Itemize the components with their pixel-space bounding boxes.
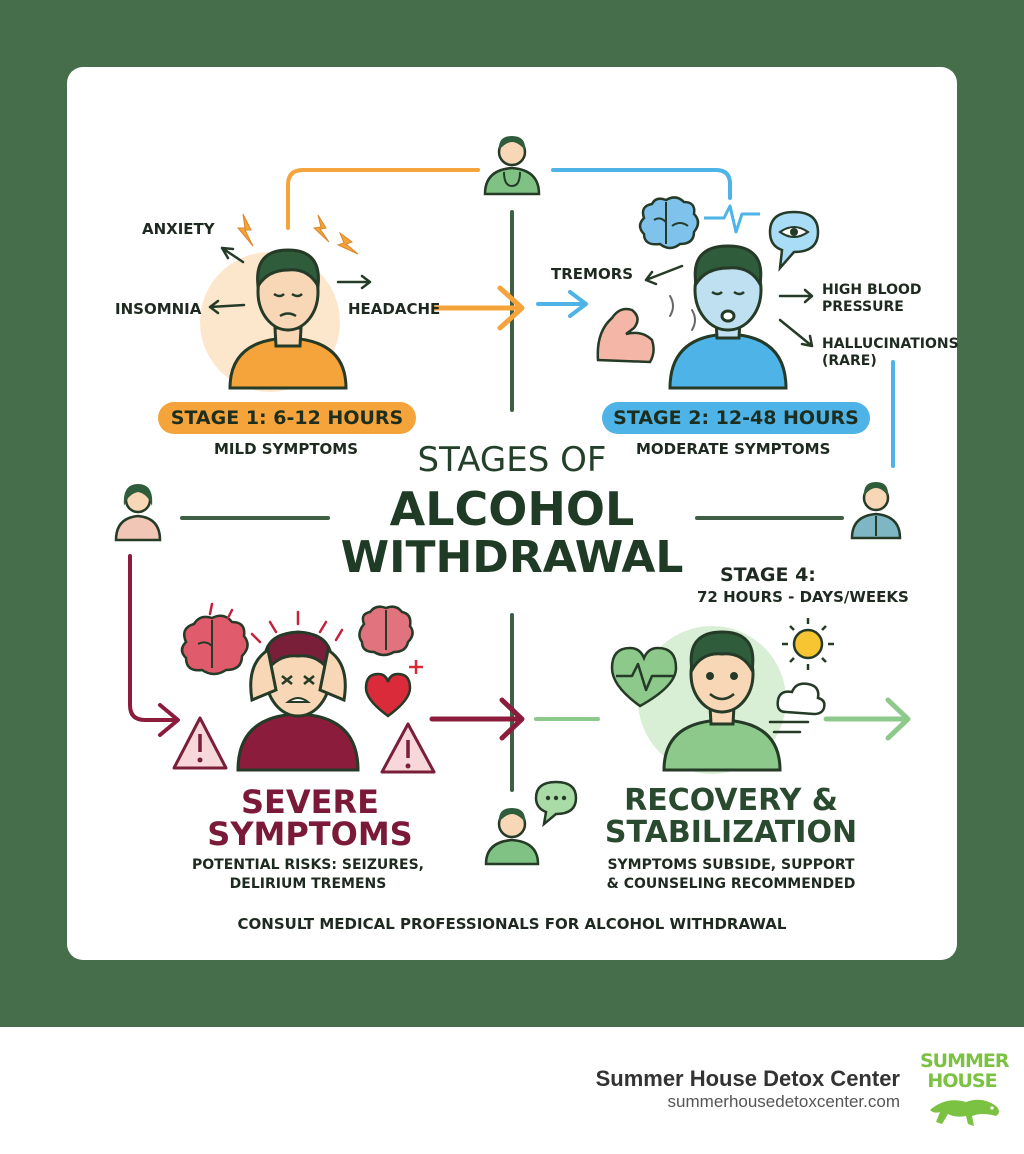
stage3-person [236, 630, 360, 772]
title-line1: STAGES OF [417, 440, 607, 480]
lizard-logo-icon [930, 1099, 999, 1126]
doctor-icon [484, 808, 540, 866]
stage4-heading-line1: RECOVERY & [624, 783, 838, 818]
stage1-to-stage2-arrow [431, 285, 588, 331]
stage1-lightning-icons [236, 213, 359, 255]
symptom-rare: (RARE) [822, 353, 877, 369]
stage4-note-line2: & COUNSELING RECOMMENDED [606, 876, 856, 892]
doctor-icon [850, 482, 902, 540]
to-severe-arrow [128, 554, 180, 737]
stage1-badge: STAGE 1: 6-12 HOURS [158, 402, 416, 434]
speech-bubble-icon [534, 780, 578, 828]
stage1-person [228, 248, 348, 390]
symptom-hallucinations: HALLUCINATIONS [822, 336, 959, 352]
stage1-top-connector [286, 168, 480, 230]
sun-icon [782, 618, 834, 670]
brain-icon [180, 614, 249, 676]
stage2-symptom-arrows [644, 264, 814, 348]
footer-url[interactable]: summerhousedetoxcenter.com [667, 1092, 900, 1111]
logo-text-line2: HOUSE [927, 1070, 997, 1092]
stage3-risk-line1: POTENTIAL RISKS: SEIZURES, [192, 857, 424, 873]
connector-lines [180, 210, 844, 792]
title-line2: ALCOHOL [389, 482, 635, 536]
heart-icon [364, 660, 423, 718]
recovery-out-arrow [823, 697, 911, 741]
warning-icon [172, 716, 228, 770]
footer-brand-name: Summer House Detox Center [595, 1066, 900, 1091]
warning-icon [380, 722, 436, 774]
stage3-risk-line2: DELIRIUM TREMENS [229, 876, 387, 892]
stage4-note-line1: SYMPTOMS SUBSIDE, SUPPORT [607, 857, 855, 873]
title-line3: WITHDRAWAL [340, 532, 684, 583]
symptom-pressure: PRESSURE [822, 299, 904, 315]
stage3-pain-lines [208, 602, 344, 644]
brand-logo: SUMMER HOUSE [916, 1052, 1010, 1132]
muscle-arm-icon [596, 307, 655, 364]
stage2-person [668, 244, 788, 390]
stage3-heading-line1: SEVERE [240, 783, 380, 821]
stage2-top-connector [551, 168, 732, 200]
stage4-label: STAGE 4: [720, 564, 816, 586]
stage4-person [662, 630, 782, 772]
symptom-tremors: TREMORS [551, 265, 634, 283]
stage2-subtitle: MODERATE SYMPTOMS [636, 440, 831, 458]
stage4-duration: 72 HOURS - DAYS/WEEKS [697, 588, 909, 606]
symptom-insomnia: INSOMNIA [115, 300, 202, 318]
stage3-heading-line2: SYMPTOMS [207, 815, 413, 853]
stage1-subtitle: MILD SYMPTOMS [214, 440, 359, 458]
doctor-icon [114, 484, 162, 542]
brain-icon [358, 605, 414, 657]
stage2-badge: STAGE 2: 12-48 HOURS [602, 402, 870, 434]
logo-text-line1: SUMMER [920, 1050, 1010, 1072]
cloud-icon [768, 682, 826, 734]
doctor-icon [483, 136, 541, 196]
symptom-anxiety: ANXIETY [142, 220, 215, 238]
stage4-heading-line2: STABILIZATION [604, 815, 858, 850]
disclaimer: CONSULT MEDICAL PROFESSIONALS FOR ALCOHO… [237, 915, 787, 933]
symptom-high-blood: HIGH BLOOD [822, 282, 922, 298]
heartbeat-line-icon [704, 204, 760, 234]
heart-icon [610, 646, 678, 708]
symptom-headache: HEADACHE [348, 300, 441, 318]
eye-icon [768, 210, 820, 272]
brain-icon [638, 196, 700, 250]
stage1-symptom-arrows [208, 246, 372, 315]
severe-to-recovery-arrow [429, 697, 525, 741]
